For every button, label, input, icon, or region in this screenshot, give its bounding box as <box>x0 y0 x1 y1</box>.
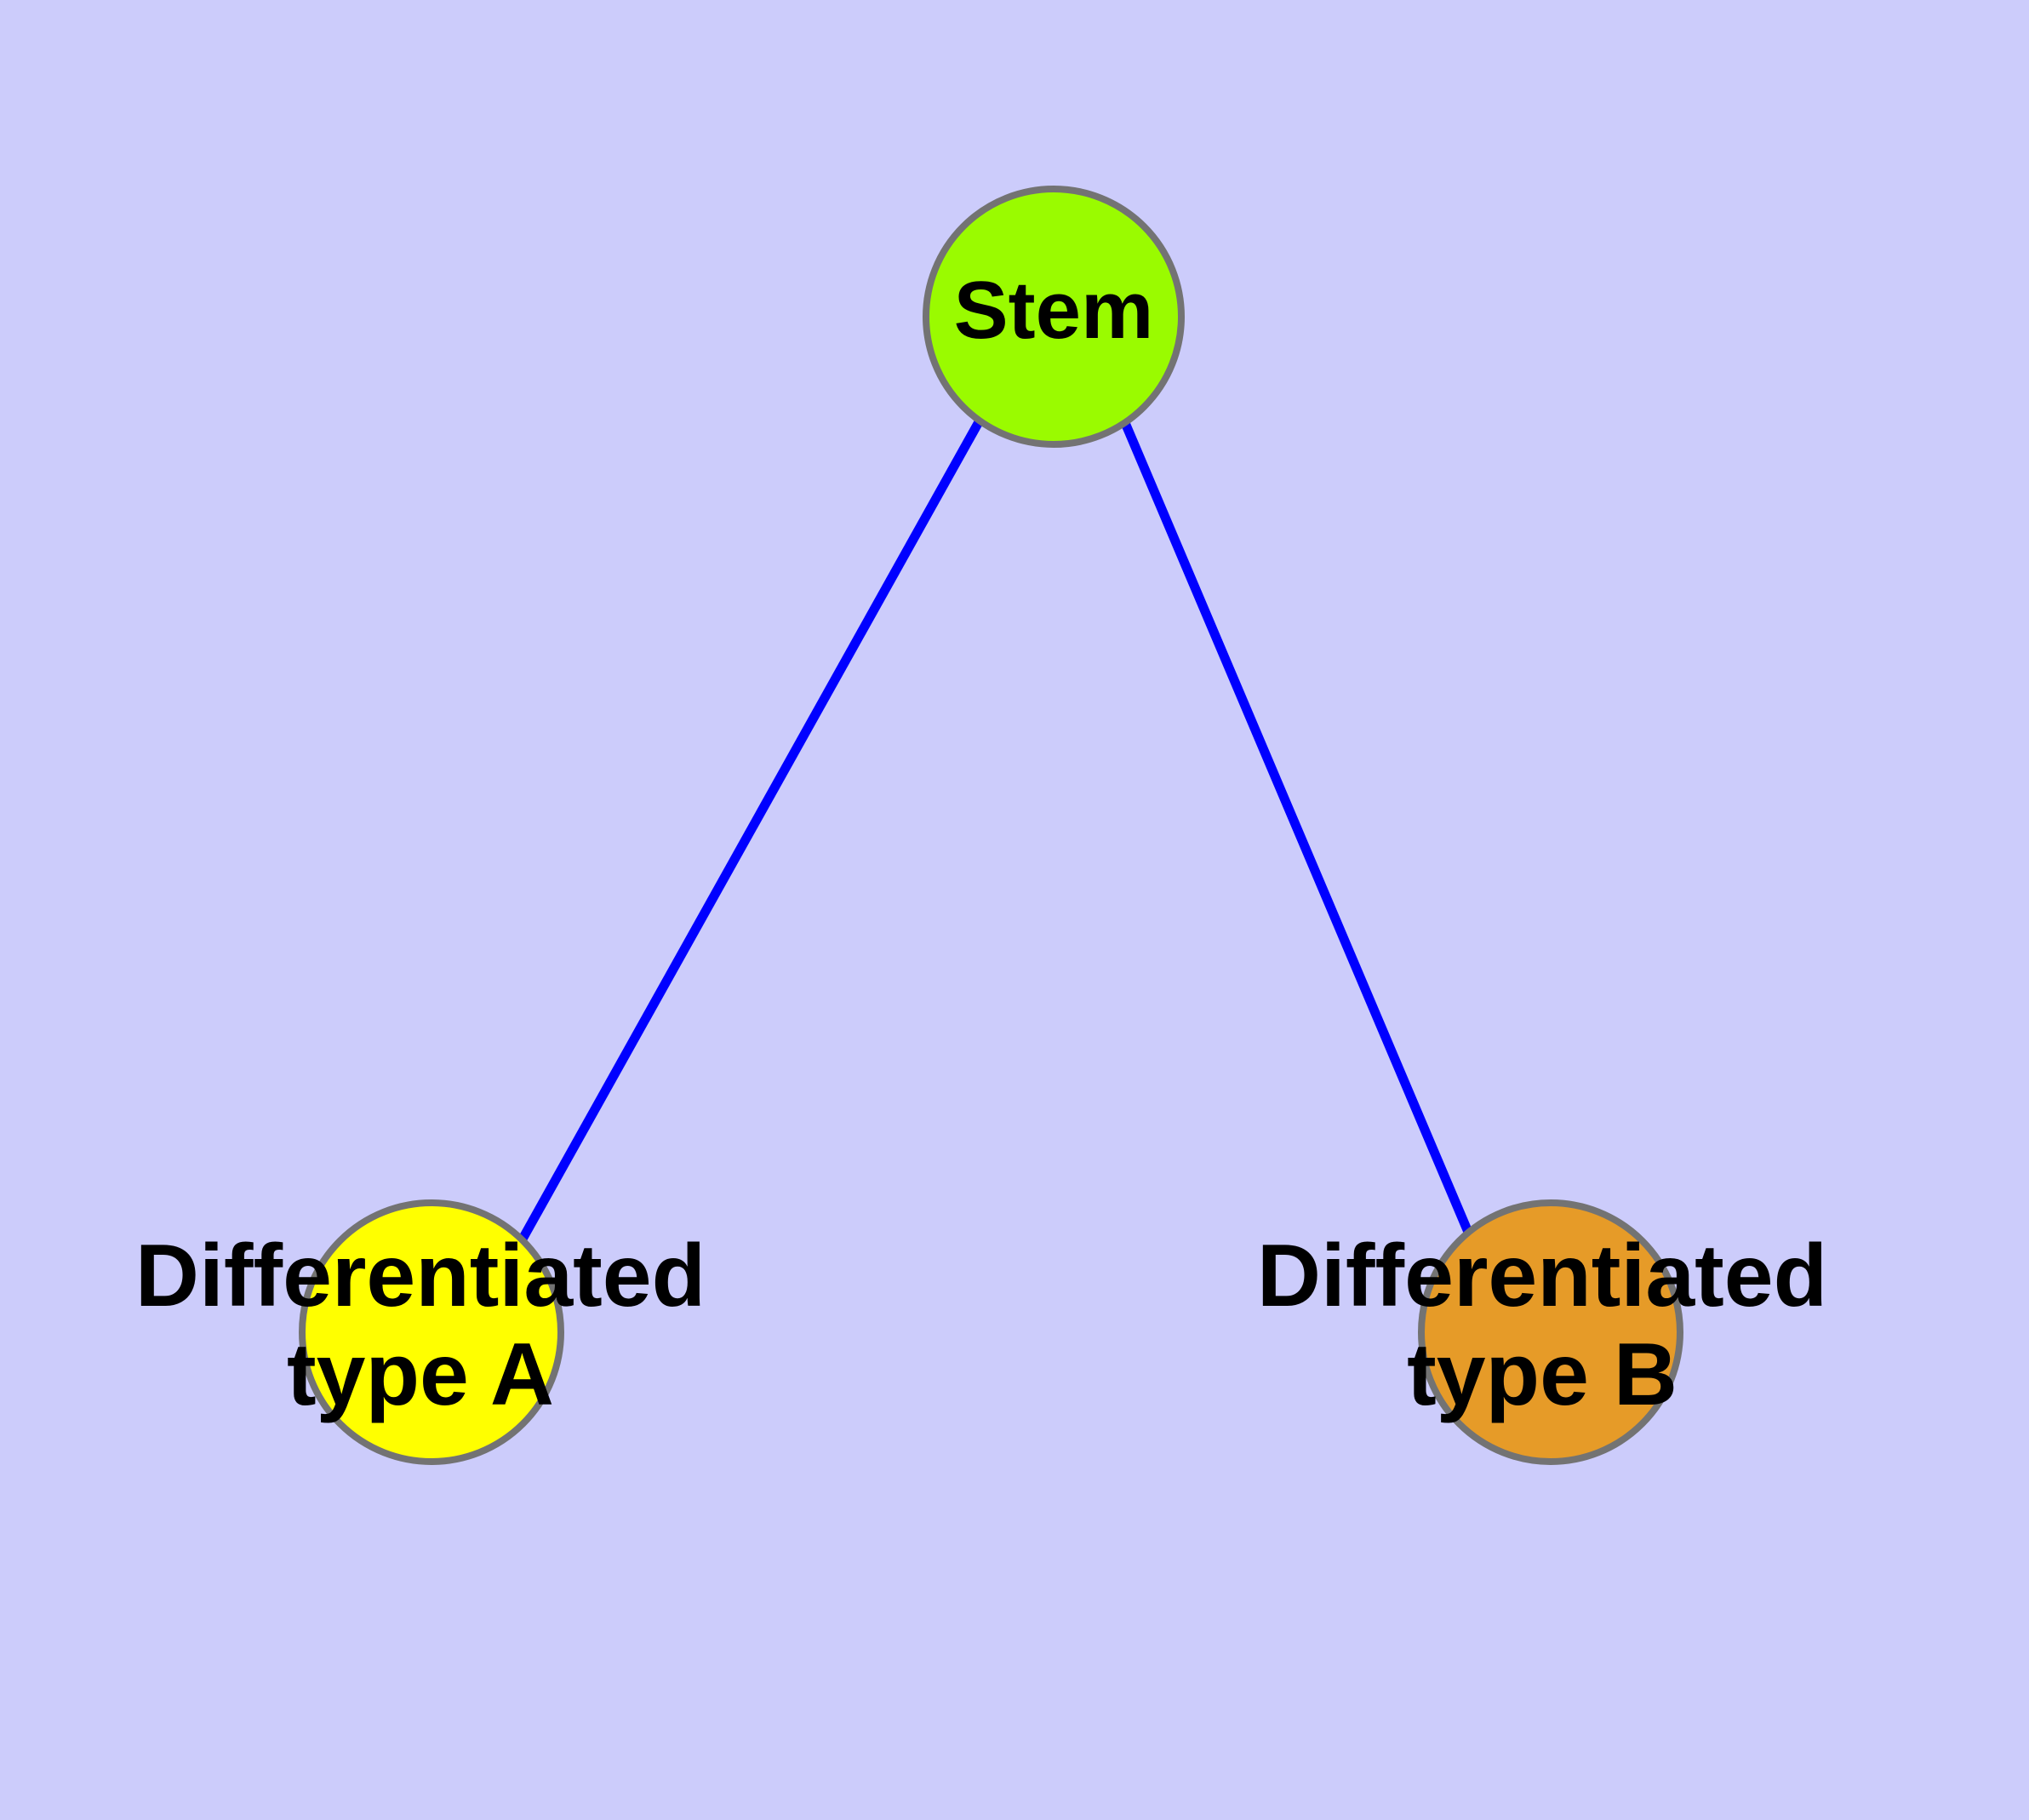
edge-stem-to-differentiated-type-a[interactable] <box>517 418 984 1245</box>
node-differentiated-type-a-circle[interactable] <box>299 1199 564 1465</box>
node-stem-label: Stem <box>954 265 1154 356</box>
edge-layer <box>517 416 1475 1245</box>
node-label-line: type B <box>1407 1326 1677 1425</box>
node-differentiated-type-b-circle[interactable] <box>1418 1199 1683 1465</box>
node-label-line: Differentiated <box>1257 1227 1827 1325</box>
node-label-line: Differentiated <box>135 1227 706 1325</box>
node-label-line: Stem <box>954 265 1154 356</box>
node-stem-circle[interactable] <box>923 186 1185 448</box>
node-label-line: type A <box>287 1326 554 1425</box>
edge-stem-to-differentiated-type-b[interactable] <box>1118 416 1475 1239</box>
node-stem[interactable]: Stem <box>923 186 1185 448</box>
